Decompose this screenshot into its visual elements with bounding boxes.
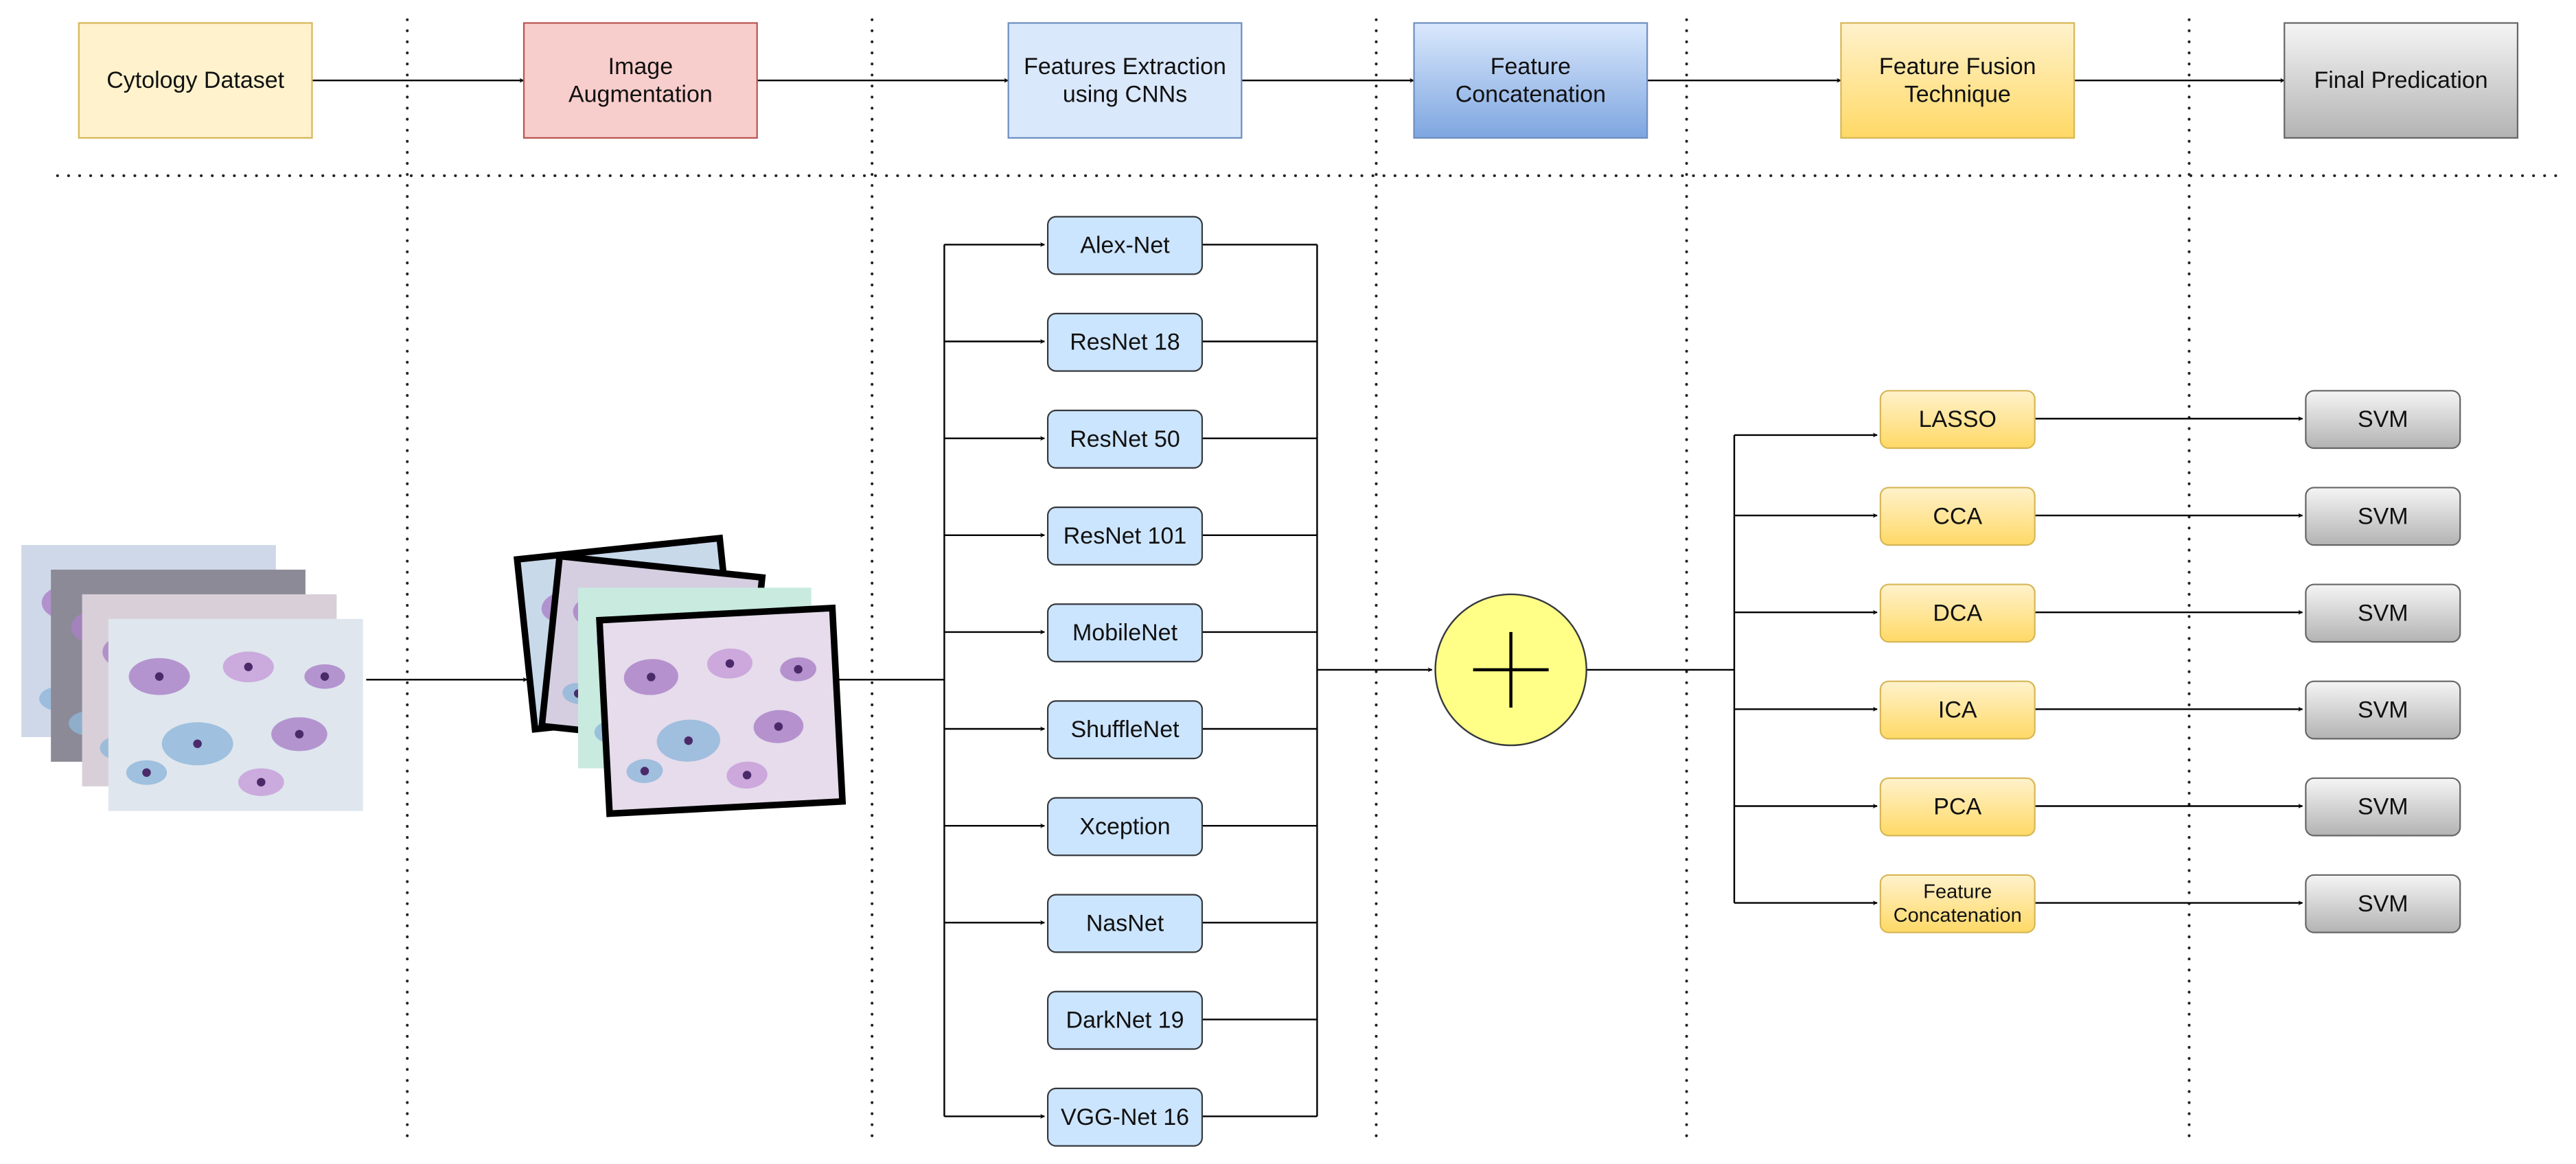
pipeline-stage-1: Cytology Dataset — [78, 22, 313, 139]
cnn-model-8-label: NasNet — [1086, 911, 1164, 937]
pipeline-stage-2-label: Augmentation — [568, 82, 713, 108]
fusion-technique-1: LASSO — [1879, 390, 2036, 450]
pipeline-stage-6-box — [2284, 22, 2519, 139]
pipeline-stage-5-label: Feature Fusion — [1879, 54, 2036, 80]
svm-classifier-3: SVM — [2305, 583, 2461, 643]
svm-classifier-6-box — [2305, 874, 2461, 933]
fusion-technique-2: CCA — [1879, 487, 2036, 546]
pipeline-stage-4-box — [1413, 22, 1648, 139]
cnn-model-6-label: ShuffleNet — [1070, 717, 1180, 743]
fusion-technique-1-label: LASSO — [1919, 406, 1997, 432]
pipeline-stage-4-label: Concatenation — [1456, 82, 1606, 108]
diagram-nodes: Cytology DatasetImageAugmentationFeature… — [21, 22, 2519, 1147]
svm-classifier-4: SVM — [2305, 680, 2461, 740]
svm-classifier-5-box — [2305, 777, 2461, 837]
cnn-model-10: VGG-Net 16 — [1046, 1087, 1204, 1147]
cnn-model-2-box — [1046, 312, 1204, 372]
cnn-model-7-label: Xception — [1079, 813, 1170, 839]
fusion-technique-2-box — [1879, 487, 2036, 546]
fusion-technique-3-label: DCA — [1933, 600, 1982, 626]
pipeline-stage-2-label: Image — [608, 54, 674, 80]
augmented-image-stack-icon — [513, 534, 847, 817]
cnn-model-5-label: MobileNet — [1072, 620, 1178, 646]
svm-classifier-5-label: SVM — [2358, 794, 2408, 820]
connectors — [312, 78, 2303, 1119]
cnn-model-7-box — [1046, 797, 1204, 857]
fusion-technique-6-box — [1879, 874, 2036, 933]
cnn-model-6: ShuffleNet — [1046, 700, 1204, 760]
svm-classifier-4-label: SVM — [2358, 697, 2408, 723]
fusion-technique-4-box — [1879, 680, 2036, 740]
svm-classifier-1-box — [2305, 390, 2461, 450]
svm-classifier-3-label: SVM — [2358, 600, 2408, 626]
cnn-model-1-label: Alex-Net — [1080, 233, 1170, 259]
cnn-model-6-box — [1046, 700, 1204, 760]
cnn-model-4: ResNet 101 — [1046, 507, 1204, 566]
pipeline-stage-6: Final Predication — [2284, 22, 2519, 139]
pipeline-stage-3-box — [1007, 22, 1243, 139]
fusion-technique-5-label: PCA — [1933, 794, 1981, 820]
cnn-model-3-label: ResNet 50 — [1070, 426, 1180, 452]
svm-classifier-2-box — [2305, 487, 2461, 546]
fusion-technique-5: PCA — [1879, 777, 2036, 837]
pipeline-stage-1-box — [78, 22, 313, 139]
fusion-technique-6-label: Concatenation — [1894, 905, 2022, 927]
cnn-model-4-label: ResNet 101 — [1063, 523, 1187, 549]
svm-classifier-2-label: SVM — [2358, 503, 2408, 529]
pipeline-stage-1-label: Cytology Dataset — [106, 67, 284, 93]
cnn-model-10-box — [1046, 1087, 1204, 1147]
pipeline-stage-4-label: Feature — [1491, 54, 1571, 80]
cnn-model-4-box — [1046, 507, 1204, 566]
svm-classifier-5: SVM — [2305, 777, 2461, 837]
augmented-slide-4 — [596, 604, 847, 817]
dataset-slide-4 — [108, 618, 363, 811]
fusion-technique-2-label: CCA — [1933, 503, 1982, 529]
cnn-model-8: NasNet — [1046, 894, 1204, 953]
concatenation-plus-icon — [1434, 593, 1587, 747]
pipeline-stage-3-label: using CNNs — [1063, 82, 1187, 108]
divider-lines — [56, 18, 2564, 1146]
fusion-technique-4: ICA — [1879, 680, 2036, 740]
dataset-image-stack-icon — [21, 545, 363, 811]
fusion-technique-3: DCA — [1879, 583, 2036, 643]
cnn-model-3-box — [1046, 409, 1204, 469]
cnn-model-2-label: ResNet 18 — [1070, 329, 1180, 356]
pipeline-stage-6-label: Final Predication — [2314, 67, 2487, 93]
cnn-model-5-box — [1046, 603, 1204, 663]
svm-classifier-6-label: SVM — [2358, 891, 2408, 917]
cnn-model-9-label: DarkNet 19 — [1066, 1008, 1184, 1034]
fusion-technique-5-box — [1879, 777, 2036, 837]
cnn-model-8-box — [1046, 894, 1204, 953]
svm-classifier-6: SVM — [2305, 874, 2461, 933]
cnn-model-3: ResNet 50 — [1046, 409, 1204, 469]
cnn-model-7: Xception — [1046, 797, 1204, 857]
pipeline-stage-2-box — [522, 22, 758, 139]
cnn-model-2: ResNet 18 — [1046, 312, 1204, 372]
svm-classifier-1-label: SVM — [2358, 406, 2408, 432]
svm-classifier-4-box — [2305, 680, 2461, 740]
fusion-technique-6-label: Feature — [1923, 881, 1992, 903]
cnn-model-9-box — [1046, 990, 1204, 1050]
cnn-model-9: DarkNet 19 — [1046, 990, 1204, 1050]
pipeline-stage-3-label: Features Extraction — [1024, 54, 1226, 80]
cnn-model-1-box — [1046, 216, 1204, 275]
pipeline-stage-5-label: Technique — [1905, 82, 2011, 108]
svm-classifier-1: SVM — [2305, 390, 2461, 450]
cnn-model-10-label: VGG-Net 16 — [1061, 1104, 1189, 1130]
pipeline-stage-5-box — [1840, 22, 2075, 139]
svm-classifier-2: SVM — [2305, 487, 2461, 546]
cnn-model-1: Alex-Net — [1046, 216, 1204, 275]
fusion-technique-3-box — [1879, 583, 2036, 643]
svm-classifier-3-box — [2305, 583, 2461, 643]
cnn-model-5: MobileNet — [1046, 603, 1204, 663]
fusion-technique-1-box — [1879, 390, 2036, 450]
fusion-technique-4-label: ICA — [1938, 697, 1977, 723]
